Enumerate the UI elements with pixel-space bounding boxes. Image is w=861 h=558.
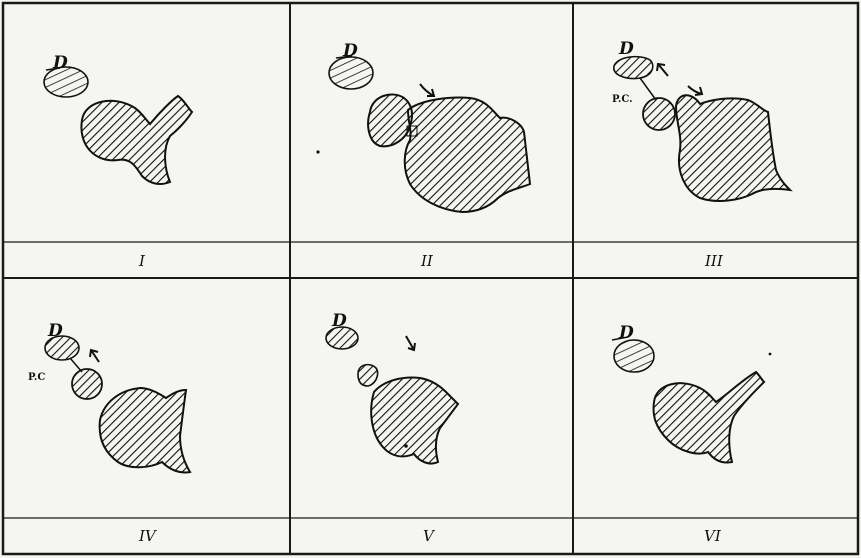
bud-cell bbox=[72, 369, 102, 399]
daughter-cell bbox=[45, 336, 79, 360]
daughter-cell bbox=[326, 327, 358, 349]
panel-numeral: II bbox=[420, 252, 434, 270]
bud-cell bbox=[643, 98, 675, 130]
pc-label: P.C. bbox=[612, 94, 633, 105]
panel-numeral: VI bbox=[704, 527, 722, 545]
daughter-cell bbox=[614, 340, 654, 372]
panel-numeral: III bbox=[704, 252, 724, 270]
panel-numeral: IV bbox=[138, 527, 158, 545]
daughter-cell bbox=[329, 57, 373, 89]
daughter-cell bbox=[614, 57, 653, 79]
daughter-cell bbox=[44, 67, 88, 97]
panel-numeral: I bbox=[138, 252, 146, 270]
pc-label: P.C bbox=[28, 372, 45, 383]
bud-cell bbox=[358, 365, 378, 386]
